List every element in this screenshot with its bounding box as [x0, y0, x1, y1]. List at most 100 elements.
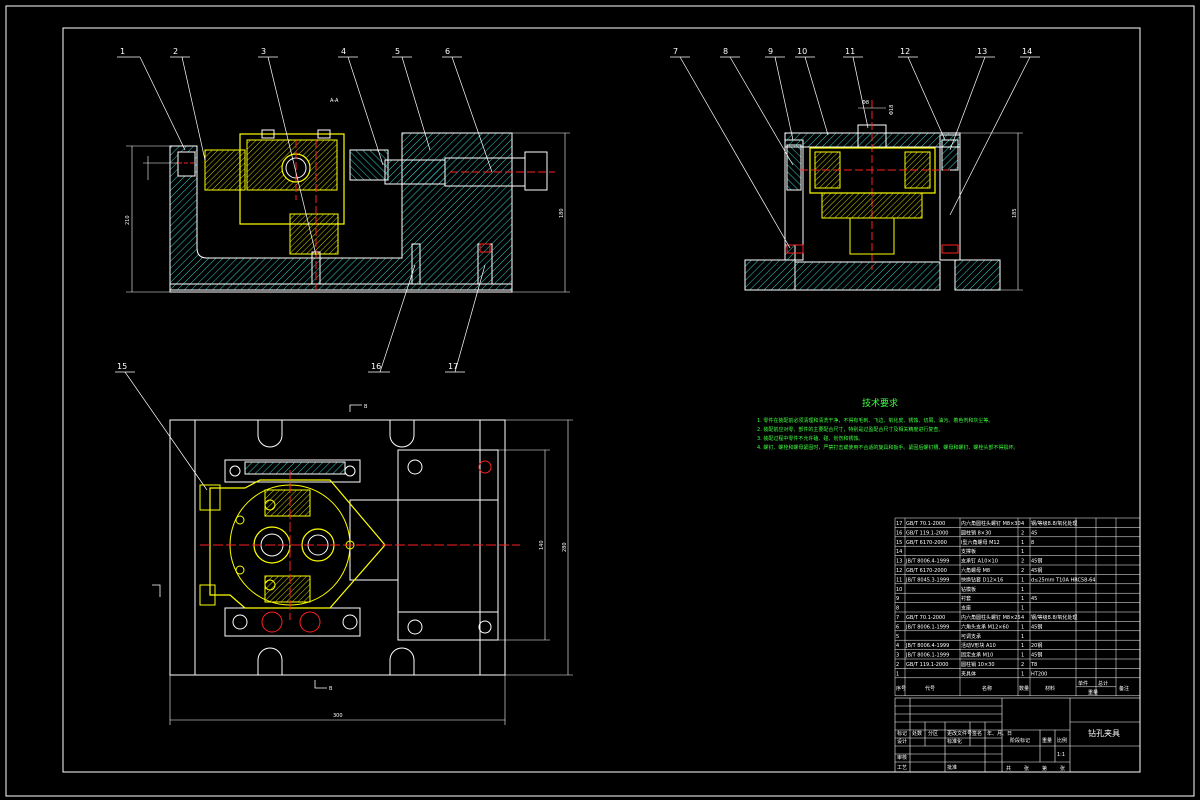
bom-cell-no: 5 [896, 634, 899, 640]
bom-header-code: 代号 [925, 685, 935, 692]
bom-cell-name: 固定支承 M10 [961, 652, 993, 659]
bom-cell-material: 钢/等级8.8/氧化处理 [1031, 520, 1077, 527]
bom-cell-code: JB/T 8006.1-1999 [905, 653, 949, 659]
leader-lines [115, 56, 1040, 491]
bom-cell-no: 4 [896, 643, 899, 649]
bom-cell-name: 内六角圆柱头螺钉 M8×25 [961, 614, 1021, 621]
balloon-16: 16 [371, 362, 381, 371]
tb-scale-value: 1:1 [1057, 752, 1065, 758]
balloon-2: 2 [173, 47, 178, 56]
bom-cell-code: GB/T 6170-2000 [906, 568, 947, 574]
balloon-1: 1 [120, 47, 125, 56]
bom-cell-no: 2 [896, 662, 899, 668]
balloon-10: 10 [797, 47, 807, 56]
bom-cell-material: HT200 [1031, 671, 1047, 677]
bom-cell-material: d≤25mm T10A HRC58-64 [1031, 577, 1096, 583]
top-view [152, 404, 573, 725]
bom-cell-qty: 1 [1021, 671, 1024, 677]
bom-cell-name: 圆柱销 10×30 [961, 661, 995, 668]
tb-sheet-no: 第 [1042, 765, 1047, 772]
balloon-4: 4 [341, 47, 346, 56]
front-balloons: 1 2 3 4 5 6 [120, 47, 450, 56]
bom-cell-name: 钻模板 [961, 586, 976, 593]
dim-front-left: 210 [125, 215, 131, 225]
bom-header-note: 备注 [1119, 685, 1129, 692]
bom-cell-no: 10 [896, 587, 902, 593]
bom-cell-qty: 2 [1021, 662, 1024, 668]
bom-cell-qty: 1 [1021, 549, 1024, 555]
dim-top-width: 300 [333, 713, 343, 719]
bom-cell-material: 45钢 [1031, 652, 1042, 659]
tb-sheets-total: 共 [1006, 765, 1011, 772]
bom-cell-code: JB/T 8045.3-1999 [905, 577, 949, 583]
balloon-11: 11 [845, 47, 855, 56]
bom-cell-name: 六角螺母 M8 [961, 567, 990, 574]
balloon-13: 13 [977, 47, 987, 56]
bom-cell-name: 夹具体 [961, 670, 976, 677]
bom-cell-material: 45 [1031, 596, 1037, 602]
workpiece-top [199, 479, 386, 609]
bom-cell-code: GB/T 70.1-2000 [906, 521, 945, 527]
bom-header-qty: 数量 [1019, 685, 1029, 692]
dim-side: 185 [1012, 208, 1018, 218]
side-view [744, 100, 1023, 291]
bom-cell-name: 可调支承 [961, 633, 981, 640]
bom-cell-qty: 1 [1021, 624, 1024, 630]
bom-cell-qty: 1 [1021, 587, 1024, 593]
bom-cell-no: 6 [896, 624, 899, 630]
bom-cell-no: 12 [896, 568, 902, 574]
balloon-15: 15 [117, 362, 127, 371]
bom-cell-material: T8 [1030, 662, 1037, 668]
bom-cell-qty: 4 [1021, 615, 1024, 621]
bom-cell-code: GB/T 119.1-2000 [906, 662, 948, 668]
balloon-12: 12 [900, 47, 910, 56]
tech-requirements: 技术要求 1. 零件在装配前必须清理和清洗干净，不得有毛刺、飞边、氧化皮、锈蚀、… [757, 397, 1018, 451]
bom-cell-qty: 1 [1021, 634, 1024, 640]
workpiece [204, 129, 345, 255]
bom-cell-qty: 2 [1021, 568, 1024, 574]
bom-header-total-weight: 总计 [1098, 680, 1108, 687]
side-balloons: 7 8 9 10 11 12 13 14 [673, 47, 1032, 56]
bom-cell-material: 45 [1031, 530, 1037, 536]
tb-date: 年、月、日 [987, 730, 1012, 737]
balloon-8: 8 [723, 47, 728, 56]
tb-sheets-total-unit: 张 [1024, 765, 1029, 772]
drawing-name: 钻孔夹具 [1088, 728, 1120, 738]
bom-cell-material: 45钢 [1031, 623, 1042, 630]
bom-header-name: 名称 [982, 685, 992, 692]
tb-weight: 重量 [1042, 737, 1052, 744]
bom-cell-no: 16 [896, 530, 902, 536]
bom-cell-qty: 4 [1021, 521, 1024, 527]
bom-cell-no: 14 [896, 549, 902, 555]
bom-cell-code: GB/T 70.1-2000 [906, 615, 945, 621]
bom-cell-qty: 1 [1021, 643, 1024, 649]
bom-cell-name: 衬套 [961, 595, 971, 602]
bom-cell-qty: 2 [1021, 530, 1024, 536]
bom-cell-name: 支座 [961, 605, 971, 612]
tb-stage: 阶段标记 [1010, 737, 1030, 744]
bom-cell-name: 六角头支承 M12×60 [961, 623, 1009, 630]
balloon-6: 6 [445, 47, 450, 56]
bom-cell-name: 活动V形块 A10 [961, 642, 996, 649]
bom-cell-no: 7 [896, 615, 899, 621]
bom-cell-material: 8 [1031, 540, 1034, 546]
title-block [894, 697, 1141, 773]
bom-cell-name: 内六角圆柱头螺钉 M8×30 [961, 520, 1021, 527]
bom-cell-qty: 1 [1021, 540, 1024, 546]
dim-top-outer: 280 [562, 542, 568, 552]
bom-cell-no: 1 [896, 671, 899, 677]
bom-cell-no: 15 [896, 540, 902, 546]
tb-scale: 比例 [1057, 737, 1067, 744]
balloon-5: 5 [395, 47, 400, 56]
bom-cell-code: GB/T 6170-2000 [906, 540, 947, 546]
bom-cell-no: 11 [896, 577, 902, 583]
bom-cell-material: 20钢 [1031, 642, 1042, 649]
section-label-b-top: B [364, 404, 368, 410]
bom-cell-material: 钢/等级8.8/氧化处理 [1031, 614, 1077, 621]
tech-req-line-2: 2. 装配前应对零、部件的主要配合尺寸，特别是过盈配合尺寸及相关精度进行复查。 [757, 426, 943, 433]
tb-sheet-no-unit: 张 [1060, 765, 1065, 772]
bom-cell-code: JB/T 8006.4-1999 [905, 559, 949, 565]
inner-frame [62, 27, 1141, 773]
